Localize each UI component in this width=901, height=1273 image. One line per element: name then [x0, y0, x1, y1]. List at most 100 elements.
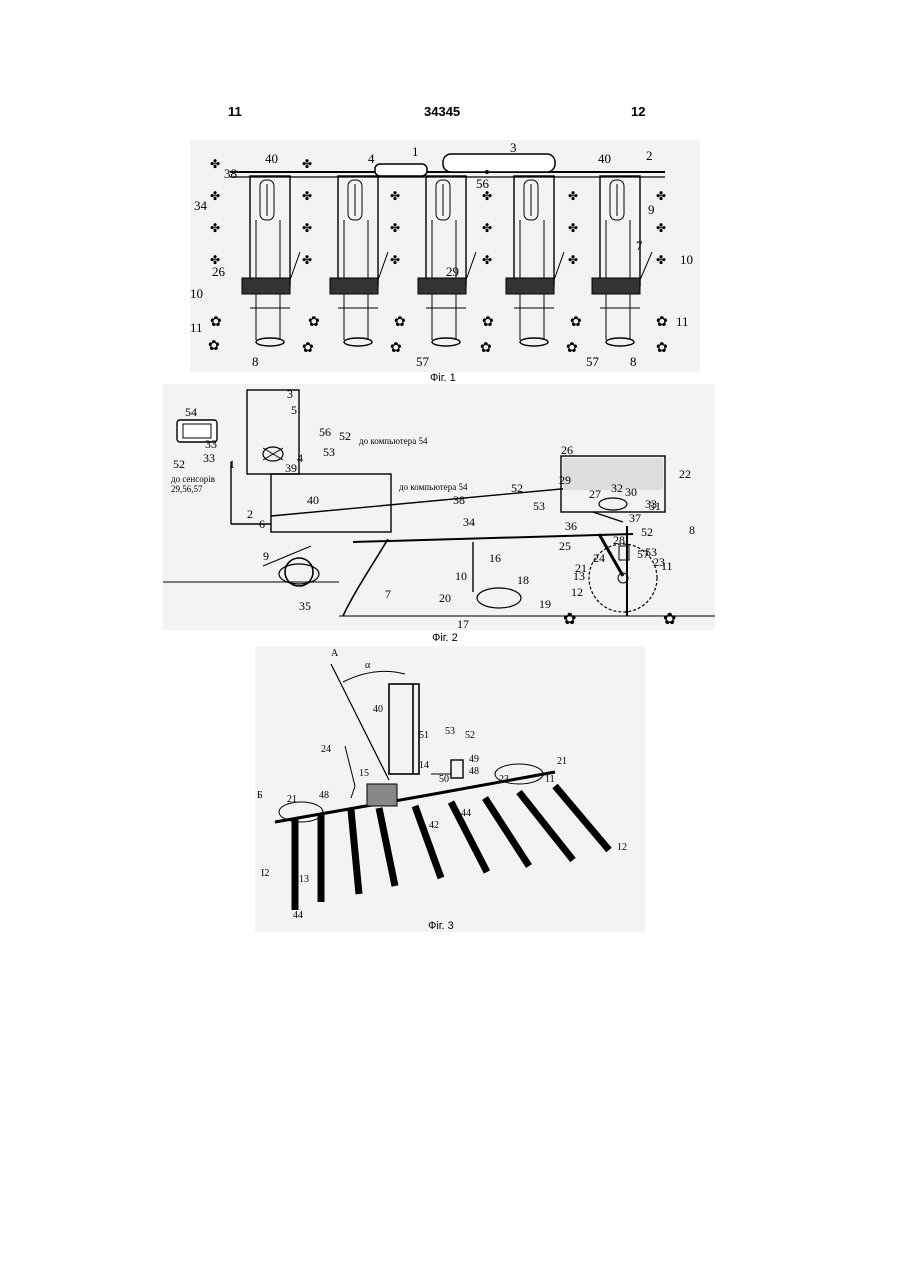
fig2-label-25: 25: [559, 539, 571, 553]
svg-text:✿: ✿: [656, 341, 668, 356]
svg-text:✿: ✿: [566, 341, 578, 356]
fig2-label-39: 39: [285, 461, 297, 475]
fig2-label-53a: 53: [323, 445, 335, 459]
fig2-label-35: 35: [299, 599, 311, 613]
figure-1-drawing: ✤✤✤✤✿✿ ✤✤✤✤✿✿ ✤✤✤✿✿ ✤✤✤✿✿ ✤✤✤✿✿ ✤✤✤✿✿ 40…: [190, 140, 700, 372]
fig1-label-11b: 11: [676, 314, 689, 329]
fig2-label-3: 3: [287, 387, 293, 401]
fig1-label-4: 4: [368, 151, 375, 166]
fig3-label-44a: 44: [461, 808, 471, 819]
fig3-label-15: 15: [359, 768, 369, 779]
fig1-label-7: 7: [636, 238, 643, 253]
svg-text:✤: ✤: [302, 157, 312, 171]
fig1-label-40b: 40: [598, 151, 611, 166]
svg-text:✿: ✿: [308, 315, 320, 330]
fig2-label-53b: 53: [533, 499, 545, 513]
fig2-label-4: 4: [297, 451, 303, 465]
svg-text:✤: ✤: [656, 221, 666, 235]
fig2-label-34: 34: [463, 515, 475, 529]
svg-text:✤: ✤: [568, 189, 578, 203]
svg-text:✤: ✤: [656, 189, 666, 203]
fig3-label-B: Б: [257, 790, 263, 801]
svg-text:✤: ✤: [482, 221, 492, 235]
fig3-label-A: А: [331, 648, 339, 659]
fig2-label-16: 16: [489, 551, 501, 565]
svg-text:✿: ✿: [663, 611, 676, 628]
fig2-label-40: 40: [307, 493, 319, 507]
fig2-label-30: 30: [625, 485, 637, 499]
svg-text:✤: ✤: [302, 189, 312, 203]
svg-text:✿: ✿: [302, 341, 314, 356]
svg-text:✤: ✤: [210, 221, 220, 235]
fig3-label-51: 51: [419, 730, 429, 741]
fig2-label-17: 17: [457, 617, 469, 630]
fig3-label-24: 24: [321, 744, 331, 755]
fig1-label-2: 2: [646, 148, 653, 163]
fig2-label-2: 2: [247, 507, 253, 521]
fig2-label-52d: 52: [641, 525, 653, 539]
fig1-label-34: 34: [194, 198, 208, 213]
svg-text:✤: ✤: [656, 253, 666, 267]
fig3-label-49: 49: [469, 754, 479, 765]
fig1-label-57a: 57: [416, 354, 430, 369]
fig2-label-18: 18: [517, 573, 529, 587]
fig2-label-1: 1: [229, 457, 235, 471]
fig2-label-33c: 33: [645, 497, 657, 511]
figure-2-drawing: ✿✿ 3 5 54 56 52 33 53 4 1 52 33 39 2 6 4…: [163, 384, 715, 630]
fig1-label-29: 29: [446, 264, 459, 279]
fig3-label-12b: I2: [261, 868, 269, 879]
fig3-label-14: 14: [419, 760, 429, 771]
fig3-label-48b: 48: [319, 790, 329, 801]
fig2-label-24: 24: [593, 551, 605, 565]
header-right-page-number: 12: [631, 104, 645, 119]
fig2-label-36: 36: [565, 519, 577, 533]
fig2-label-38: 38: [453, 493, 465, 507]
fig2-text-to-sensors-line2: 29,56,57: [171, 484, 203, 494]
fig1-label-9: 9: [648, 202, 655, 217]
svg-text:✿: ✿: [208, 339, 220, 354]
fig2-label-33a: 33: [205, 437, 217, 451]
fig2-label-8: 8: [689, 523, 695, 537]
fig2-label-37: 37: [629, 511, 641, 525]
fig2-label-5: 5: [291, 403, 297, 417]
svg-text:✿: ✿: [656, 315, 668, 330]
fig3-label-44b: 44: [293, 910, 303, 921]
fig2-label-20: 20: [439, 591, 451, 605]
fig2-label-57: 57: [637, 547, 649, 561]
fig2-label-19: 19: [539, 597, 551, 611]
svg-text:✤: ✤: [482, 189, 492, 203]
header-left-page-number: 11: [228, 104, 242, 119]
figure-1-caption: Фіг. 1: [430, 372, 456, 384]
fig2-label-11: 11: [661, 559, 673, 573]
header-document-number: 34345: [424, 104, 460, 119]
svg-text:✤: ✤: [568, 253, 578, 267]
fig2-text-to-sensors-line1: до сенсорів: [171, 474, 215, 484]
fig2-label-28: 28: [613, 533, 625, 547]
fig3-label-21a: 21: [557, 756, 567, 767]
svg-text:✤: ✤: [210, 189, 220, 203]
fig2-label-56: 56: [319, 425, 331, 439]
fig1-label-3: 3: [510, 140, 517, 155]
figure-2-caption: Фіг. 2: [432, 632, 458, 644]
fig1-label-11a: 11: [190, 320, 203, 335]
svg-text:✿: ✿: [563, 611, 576, 628]
svg-text:✤: ✤: [482, 253, 492, 267]
svg-text:✤: ✤: [390, 253, 400, 267]
svg-text:✿: ✿: [394, 315, 406, 330]
fig3-label-alpha: α: [365, 660, 371, 671]
fig2-label-21: 21: [575, 561, 587, 575]
fig1-label-57b: 57: [586, 354, 600, 369]
svg-text:✤: ✤: [390, 221, 400, 235]
fig2-label-9: 9: [263, 549, 269, 563]
figure-3-drawing: А α 40 51 53 52 24 49 48 14 21 15 50 23 …: [255, 646, 645, 932]
fig2-text-to-computer-top: до компьютера 54: [359, 436, 428, 446]
fig2-label-33b: 33: [203, 451, 215, 465]
fig3-label-52: 52: [465, 730, 475, 741]
fig2-text-to-computer-mid: до компьютера 54: [399, 482, 468, 492]
fig2-label-52b: 52: [173, 457, 185, 471]
fig3-label-42: 42: [429, 820, 439, 831]
svg-text:✿: ✿: [570, 315, 582, 330]
svg-text:✿: ✿: [210, 315, 222, 330]
fig1-label-8b: 8: [630, 354, 637, 369]
svg-text:✤: ✤: [302, 253, 312, 267]
